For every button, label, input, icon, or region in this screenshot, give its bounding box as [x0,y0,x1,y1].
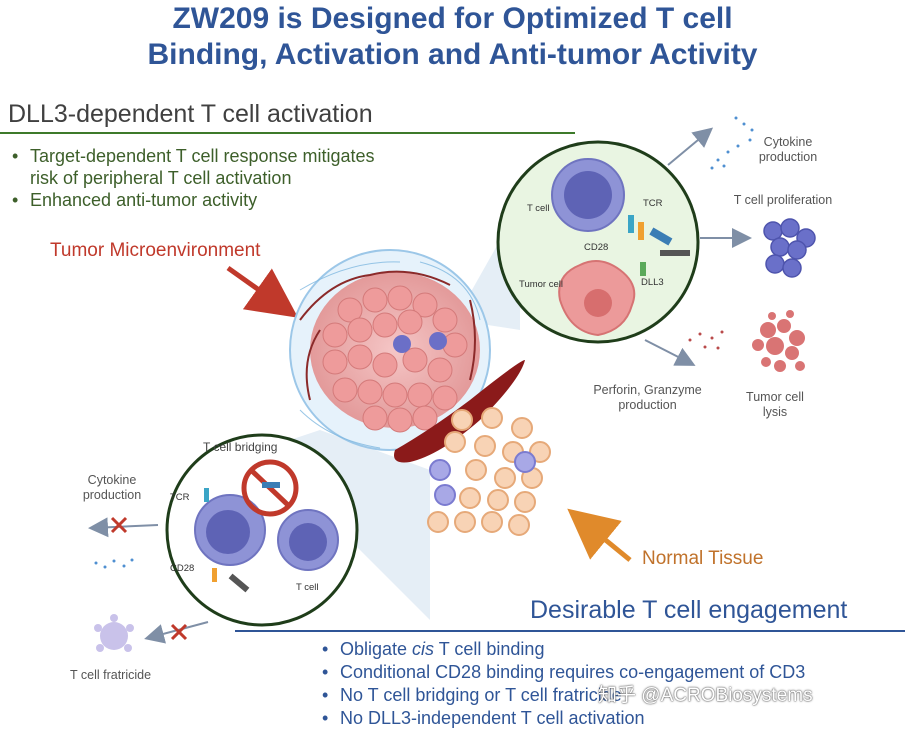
activation-cd28-label: CD28 [584,242,609,253]
bridging-cd28-label: CD28 [170,563,195,574]
activation-panel [496,140,700,344]
watermark: 知乎 @ACROBiosystems [598,685,813,706]
bridging-cytokine-label: Cytokine production [82,473,142,502]
activation-t-cell-label: T cell [527,203,550,214]
arrow-perforin [644,339,696,366]
bridging-t-cell-label: T cell [296,582,319,593]
title-line-1: ZW209 is Designed for Optimized T cell [172,2,733,35]
dll3-bullet-1: Target-dependent T cell response mitigat… [10,145,510,167]
x-mark-fratricide [170,623,188,641]
normal-tissue-cells [427,407,551,536]
perforin-dots [688,330,724,350]
title-line-2: Binding, Activation and Anti-tumor Activ… [147,38,758,71]
proliferated-t-cells [763,218,816,278]
tumor-microenvironment-label: Tumor Microenvironment [50,240,261,261]
x-mark-cytokine [110,516,128,534]
fratricide-cell [94,614,134,652]
tumor-cell-lysis-label: Tumor cell lysis [746,390,804,419]
bridging-panel [165,433,359,627]
dll3-bullet-1-cont: risk of peripheral T cell activation [30,168,292,188]
bridging-cytokine-dots [94,558,134,569]
activation-tumor-cell-label: Tumor cell [519,279,563,290]
engagement-bullet-2: Conditional CD28 binding requires co-eng… [320,661,900,684]
dll3-bullet-list: Target-dependent T cell response mitigat… [10,145,510,211]
lysed-tumor-cell [752,310,805,372]
cytokine-dots [710,116,754,170]
t-cell-fratricide-label: T cell fratricide [70,668,152,682]
cytokine-production-label: Cytokine production [758,135,818,164]
perforin-granzyme-label: Perforin, Granzyme production [593,383,702,412]
engagement-section-rule [235,630,905,632]
bridging-tcr-label: TCR [170,492,190,503]
tumor-mass [289,249,491,451]
activation-dll3-label: DLL3 [641,277,664,288]
engagement-bullet-3: No T cell bridging or T cell fratricide [320,684,900,707]
t-cell-proliferation-label: T cell proliferation [733,193,833,207]
engagement-bullet-4: No DLL3-independent T cell activation [320,707,900,730]
normal-tissue-pointer-arrow [567,508,632,562]
arrow-cytokine [667,127,714,166]
engagement-section-heading: Desirable T cell engagement [530,596,848,624]
engagement-bullet-1: Obligate cis T cell binding [320,638,900,661]
dll3-section-rule [0,132,575,134]
dll3-section-heading: DLL3-dependent T cell activation [8,100,373,128]
bridging-heading: T cell bridging [203,440,278,454]
tumor-pointer-arrow [226,265,299,318]
dll3-bullet-2: Enhanced anti-tumor activity [10,189,510,211]
normal-tissue-label: Normal Tissue [642,548,764,569]
activation-tcr-label: TCR [643,198,663,209]
arrow-bridging-cytokine [88,517,159,538]
engagement-bullet-list: Obligate cis T cell binding Conditional … [320,638,900,730]
